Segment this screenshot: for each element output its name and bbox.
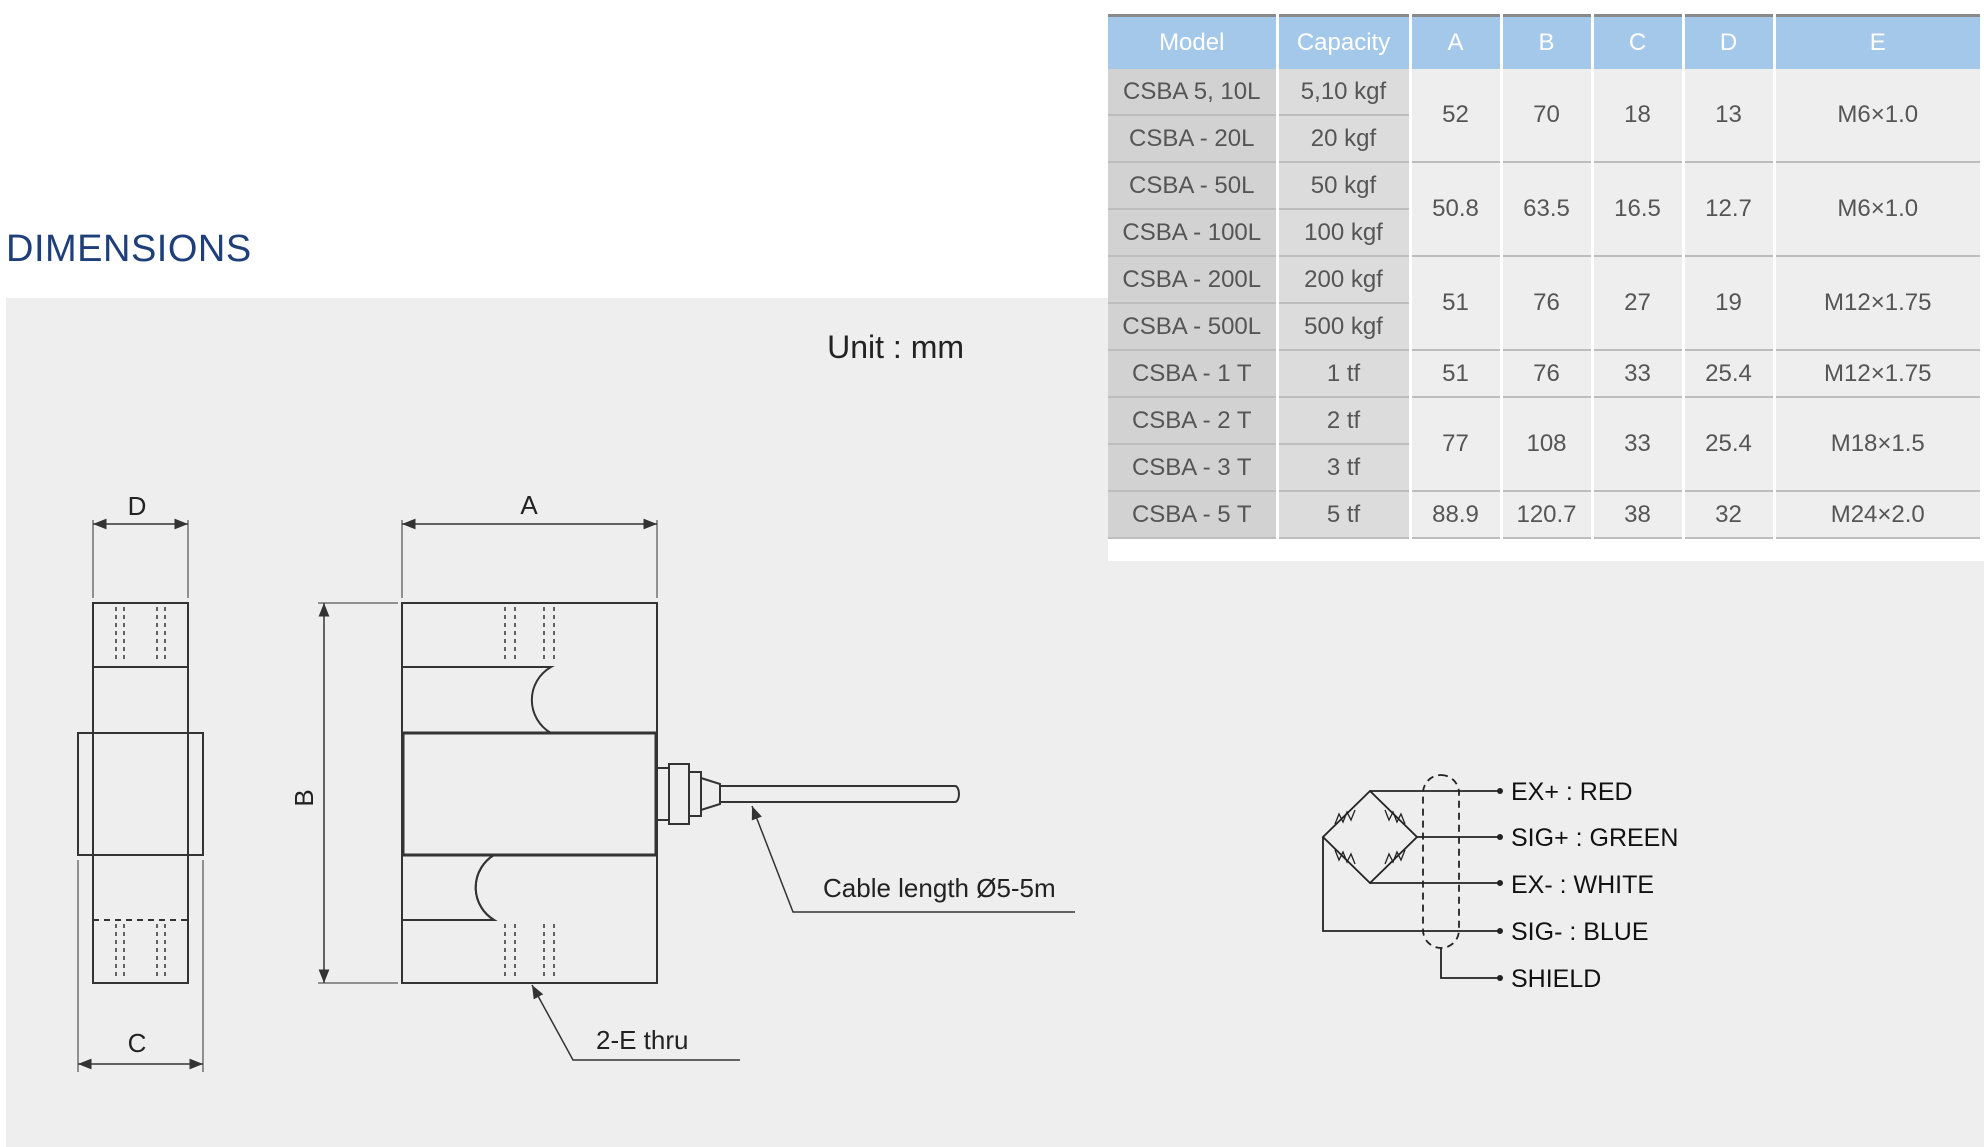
thread-e-cell: M12×1.75 bbox=[1774, 350, 1980, 398]
dim-b-cell: 76 bbox=[1501, 256, 1594, 351]
table-row: CSBA - 50L 50 kgf 50.8 63.5 16.5 12.7 M6… bbox=[1108, 162, 1980, 257]
side-view bbox=[77, 518, 204, 1072]
dim-d-cell: 25.4 bbox=[1683, 350, 1776, 398]
capacity-cell: 5,10 kgf bbox=[1277, 69, 1412, 116]
table-row: CSBA - 200L 200 kgf 51 76 27 19 M12×1.75 bbox=[1108, 256, 1980, 351]
thread-label: 2-E thru bbox=[596, 1025, 689, 1055]
dim-label-d: D bbox=[128, 491, 147, 521]
wire-label-ex-minus: EX- : WHITE bbox=[1511, 871, 1654, 899]
model-cell: CSBA - 5 T bbox=[1108, 491, 1279, 539]
model-cell: CSBA - 50L bbox=[1108, 162, 1279, 210]
dim-d-cell: 25.4 bbox=[1683, 397, 1776, 492]
wire-label-sig-minus: SIG- : BLUE bbox=[1511, 918, 1649, 946]
table-row: CSBA - 5 T 5 tf 88.9 120.7 38 32 M24×2.0 bbox=[1108, 491, 1980, 539]
section-title: DIMENSIONS bbox=[6, 228, 252, 270]
capacity-cell: 100 kgf bbox=[1277, 209, 1412, 257]
capacity-cell: 5 tf bbox=[1277, 491, 1412, 539]
dim-a-cell: 88.9 bbox=[1410, 491, 1503, 539]
dim-a-cell: 50.8 bbox=[1410, 162, 1503, 257]
wire-label-shield: SHIELD bbox=[1511, 965, 1601, 993]
dim-d-cell: 19 bbox=[1683, 256, 1776, 351]
header-model: Model bbox=[1108, 14, 1279, 69]
dim-c-cell: 33 bbox=[1592, 350, 1685, 398]
header-a: A bbox=[1410, 14, 1503, 69]
model-cell: CSBA - 3 T bbox=[1108, 444, 1279, 492]
dim-b-cell: 76 bbox=[1501, 350, 1594, 398]
dim-d-cell: 32 bbox=[1683, 491, 1776, 539]
dim-label-b: B bbox=[289, 789, 319, 806]
table-row: CSBA - 2 T 2 tf 77 108 33 25.4 M18×1.5 bbox=[1108, 397, 1980, 492]
capacity-cell: 200 kgf bbox=[1277, 256, 1412, 304]
model-cell: CSBA - 500L bbox=[1108, 303, 1279, 351]
wire-label-sig-plus: SIG+ : GREEN bbox=[1511, 824, 1678, 852]
header-b: B bbox=[1501, 14, 1594, 69]
dim-b-cell: 70 bbox=[1501, 69, 1594, 163]
table-row: CSBA - 100L 100 kgf bbox=[1108, 209, 1980, 257]
unit-label: Unit : mm bbox=[827, 329, 964, 365]
dim-b-cell: 63.5 bbox=[1501, 162, 1594, 257]
thread-e-cell: M6×1.0 bbox=[1774, 162, 1980, 257]
dim-c-cell: 18 bbox=[1592, 69, 1685, 163]
capacity-cell: 50 kgf bbox=[1277, 162, 1412, 210]
thread-e-cell: M6×1.0 bbox=[1774, 69, 1980, 163]
header-c: C bbox=[1592, 14, 1685, 69]
capacity-cell: 1 tf bbox=[1277, 350, 1412, 398]
capacity-cell: 500 kgf bbox=[1277, 303, 1412, 351]
dim-b-cell: 120.7 bbox=[1501, 491, 1594, 539]
capacity-cell: 20 kgf bbox=[1277, 115, 1412, 163]
dim-a-cell: 77 bbox=[1410, 397, 1503, 492]
header-d: D bbox=[1683, 14, 1776, 69]
model-cell: CSBA - 200L bbox=[1108, 256, 1279, 304]
table-row: CSBA - 1 T 1 tf 51 76 33 25.4 M12×1.75 bbox=[1108, 350, 1980, 398]
wiring-diagram bbox=[1321, 774, 1503, 981]
dim-c-cell: 33 bbox=[1592, 397, 1685, 492]
dim-a-cell: 51 bbox=[1410, 256, 1503, 351]
dim-d-cell: 13 bbox=[1683, 69, 1776, 163]
table-row: CSBA 5, 10L 5,10 kgf 52 70 18 13 M6×1.0 bbox=[1108, 69, 1980, 163]
thread-e-cell: M24×2.0 bbox=[1774, 491, 1980, 539]
spec-table: Model Capacity A B C D E CSBA 5, 10L 5,1… bbox=[1108, 14, 1980, 539]
dim-label-c: C bbox=[128, 1028, 147, 1058]
dim-b-cell: 108 bbox=[1501, 397, 1594, 492]
table-row: CSBA - 20L 20 kgf bbox=[1108, 115, 1980, 163]
thread-e-cell: M12×1.75 bbox=[1774, 256, 1980, 351]
model-cell: CSBA - 1 T bbox=[1108, 350, 1279, 398]
model-cell: CSBA 5, 10L bbox=[1108, 69, 1279, 116]
wire-label-ex-plus: EX+ : RED bbox=[1511, 778, 1633, 806]
dim-label-a: A bbox=[520, 490, 538, 520]
spec-table-container: Model Capacity A B C D E CSBA 5, 10L 5,1… bbox=[1108, 14, 1984, 561]
dim-d-cell: 12.7 bbox=[1683, 162, 1776, 257]
dim-a-cell: 51 bbox=[1410, 350, 1503, 398]
table-row: CSBA - 500L 500 kgf bbox=[1108, 303, 1980, 351]
header-capacity: Capacity bbox=[1277, 14, 1412, 69]
dim-c-cell: 38 bbox=[1592, 491, 1685, 539]
dim-a-cell: 52 bbox=[1410, 69, 1503, 163]
front-view bbox=[318, 518, 1075, 1061]
cable-label: Cable length Ø5-5m bbox=[823, 873, 1056, 903]
table-header-row: Model Capacity A B C D E bbox=[1108, 14, 1980, 69]
model-cell: CSBA - 20L bbox=[1108, 115, 1279, 163]
model-cell: CSBA - 2 T bbox=[1108, 397, 1279, 445]
dim-c-cell: 27 bbox=[1592, 256, 1685, 351]
table-row: CSBA - 3 T 3 tf bbox=[1108, 444, 1980, 492]
header-e: E bbox=[1774, 14, 1980, 69]
dim-c-cell: 16.5 bbox=[1592, 162, 1685, 257]
model-cell: CSBA - 100L bbox=[1108, 209, 1279, 257]
capacity-cell: 2 tf bbox=[1277, 397, 1412, 445]
capacity-cell: 3 tf bbox=[1277, 444, 1412, 492]
thread-e-cell: M18×1.5 bbox=[1774, 397, 1980, 492]
